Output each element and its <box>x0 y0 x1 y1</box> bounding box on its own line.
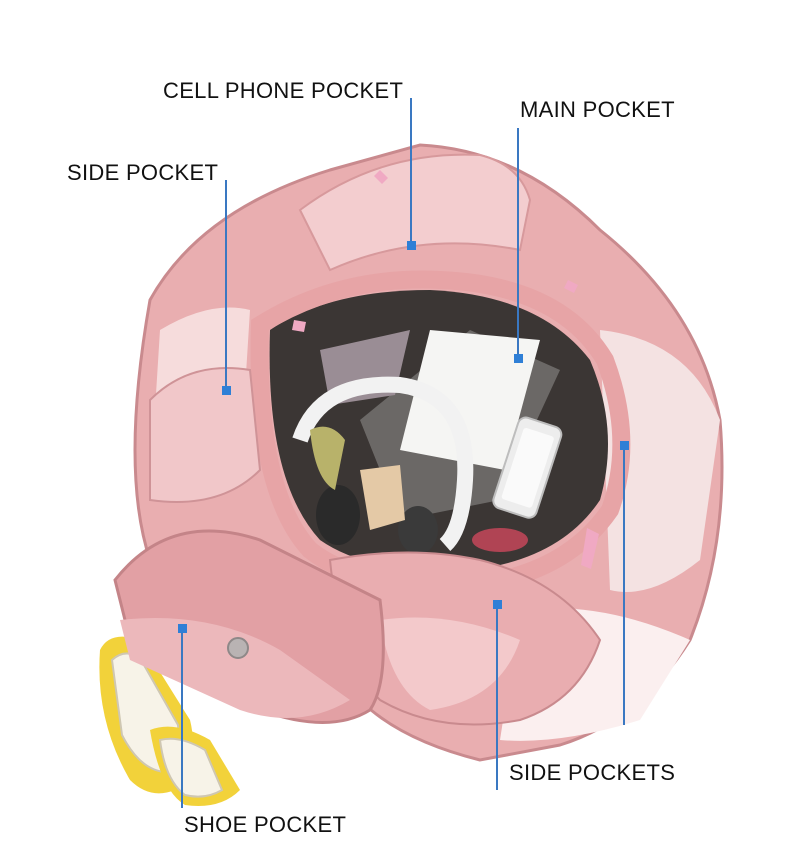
shoe-pocket-panel <box>113 529 385 724</box>
yellow-sneakers <box>99 636 240 806</box>
leader-lines <box>181 98 625 808</box>
smartphone <box>492 416 563 519</box>
side-pockets-marker-right <box>620 441 629 450</box>
side-pockets-marker-front <box>493 600 502 609</box>
side-pocket-label: SIDE POCKET <box>67 160 219 185</box>
side-pocket-marker <box>222 386 231 395</box>
cell-phone-pocket-label: CELL PHONE POCKET <box>163 78 404 103</box>
shoe-pocket-marker <box>178 624 187 633</box>
main-pocket-marker <box>514 354 523 363</box>
side-pockets-label: SIDE POCKETS <box>509 760 676 785</box>
cell-phone-pocket-marker <box>407 241 416 250</box>
white-headphones <box>292 376 474 554</box>
shoe-pocket-label: SHOE POCKET <box>184 812 347 837</box>
main-pocket-label: MAIN POCKET <box>520 97 675 122</box>
